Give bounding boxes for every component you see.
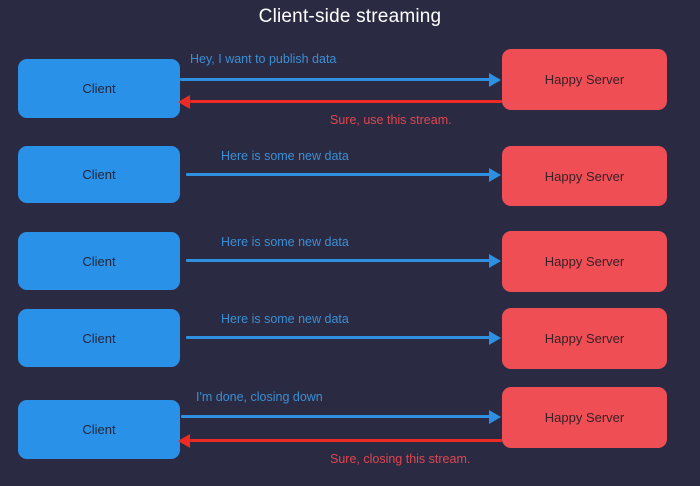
client-node-2[interactable]: Client (18, 146, 180, 203)
request-arrow-line-5 (181, 415, 490, 418)
server-node-label: Happy Server (544, 410, 625, 425)
request-arrow-head-2 (489, 168, 501, 182)
server-node-3[interactable]: Happy Server (502, 231, 667, 292)
request-label-2: Here is some new data (221, 149, 349, 163)
server-node-label: Happy Server (544, 254, 625, 269)
server-node-2[interactable]: Happy Server (502, 146, 667, 206)
server-node-label: Happy Server (544, 72, 625, 87)
response-arrow-line-1 (190, 100, 502, 103)
request-arrow-line-3 (186, 259, 490, 262)
request-arrow-line-2 (186, 173, 490, 176)
server-node-label: Happy Server (544, 168, 625, 184)
request-label-1: Hey, I want to publish data (190, 52, 337, 66)
client-node-1[interactable]: Client (18, 59, 180, 118)
response-arrow-head-5 (178, 434, 190, 448)
response-arrow-line-5 (190, 439, 502, 442)
response-arrow-head-1 (178, 95, 190, 109)
client-node-label: Client (82, 253, 116, 269)
response-label-5: Sure, closing this stream. (330, 452, 471, 466)
request-arrow-head-1 (489, 73, 501, 87)
request-arrow-line-4 (186, 336, 490, 339)
response-label-1: Sure, use this stream. (330, 113, 452, 127)
client-node-4[interactable]: Client (18, 309, 180, 367)
request-label-5: I'm done, closing down (196, 390, 323, 404)
client-node-label: Client (82, 167, 116, 182)
request-arrow-head-4 (489, 331, 501, 345)
client-node-label: Client (82, 330, 116, 346)
client-node-label: Client (82, 422, 116, 437)
client-node-3[interactable]: Client (18, 232, 180, 290)
request-label-3: Here is some new data (221, 235, 349, 249)
client-node-label: Client (82, 81, 116, 96)
server-node-5[interactable]: Happy Server (502, 387, 667, 448)
request-arrow-head-3 (489, 254, 501, 268)
server-node-label: Happy Server (544, 331, 625, 346)
client-node-5[interactable]: Client (18, 400, 180, 459)
request-label-4: Here is some new data (221, 312, 349, 326)
server-node-1[interactable]: Happy Server (502, 49, 667, 110)
page-title: Client-side streaming (258, 6, 442, 27)
request-arrow-head-5 (489, 410, 501, 424)
server-node-4[interactable]: Happy Server (502, 308, 667, 369)
request-arrow-line-1 (180, 78, 490, 81)
